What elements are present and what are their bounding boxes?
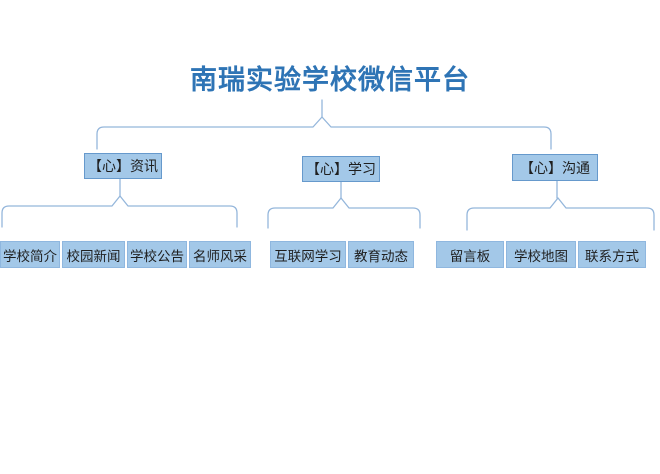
- category-box-zixun: 【心】资讯: [84, 153, 162, 179]
- category-box-xuexi: 【心】学习: [302, 156, 380, 182]
- leaf-box-contact-info: 联系方式: [578, 241, 646, 268]
- page-title: 南瑞实验学校微信平台: [190, 65, 470, 95]
- leaf-box-internet-learning: 互联网学习: [270, 241, 346, 268]
- leaf-box-school-intro: 学校简介: [0, 241, 60, 268]
- group3-brace: [466, 197, 655, 231]
- top-brace: [96, 116, 552, 150]
- category-box-goutong: 【心】沟通: [512, 154, 598, 181]
- leaf-box-famous-teachers: 名师风采: [189, 241, 251, 268]
- leaf-box-message-board: 留言板: [436, 241, 504, 268]
- leaf-box-school-notice: 学校公告: [127, 241, 187, 268]
- leaf-box-campus-news: 校园新闻: [62, 241, 125, 268]
- leaf-box-school-map: 学校地图: [506, 241, 576, 268]
- group2-brace: [267, 197, 421, 229]
- leaf-box-education-trends: 教育动态: [348, 241, 414, 268]
- group1-brace: [1, 195, 238, 228]
